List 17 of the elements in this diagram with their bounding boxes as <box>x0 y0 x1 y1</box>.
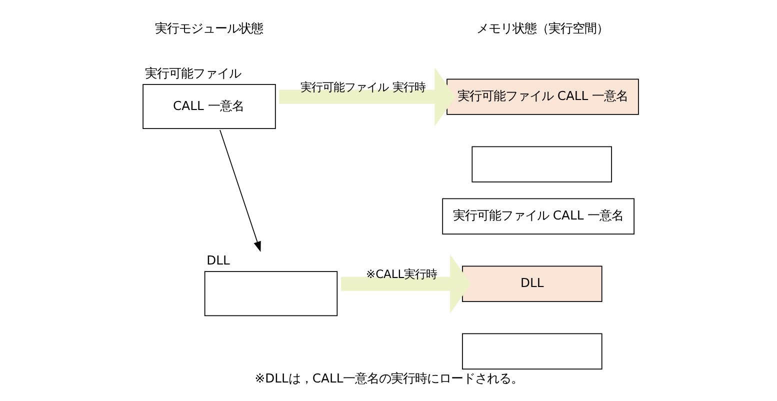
edge-label: 実行可能ファイル 実行時 <box>300 80 425 94</box>
node-box <box>462 333 602 370</box>
node-box: DLL <box>462 266 602 302</box>
label: メモリ状態（実行空間） <box>476 22 608 36</box>
edge-label: ※CALL実行時 <box>365 267 437 282</box>
arrow <box>219 130 260 252</box>
node-label: DLL <box>206 254 230 268</box>
node-box <box>204 271 338 316</box>
arrow <box>278 67 456 126</box>
node-box <box>471 146 612 182</box>
arrow <box>340 254 471 314</box>
node-box: 実行可能ファイル CALL 一意名 <box>446 78 638 115</box>
caption: ※DLLは，CALL一意名の実行時にロードされる。 <box>254 371 523 386</box>
label: 実行モジュール状態 <box>154 22 263 36</box>
node-box: 実行可能ファイル CALL 一意名 <box>442 198 634 234</box>
node-label: 実行可能ファイル <box>144 66 240 81</box>
node-box: CALL 一意名 <box>142 84 276 130</box>
